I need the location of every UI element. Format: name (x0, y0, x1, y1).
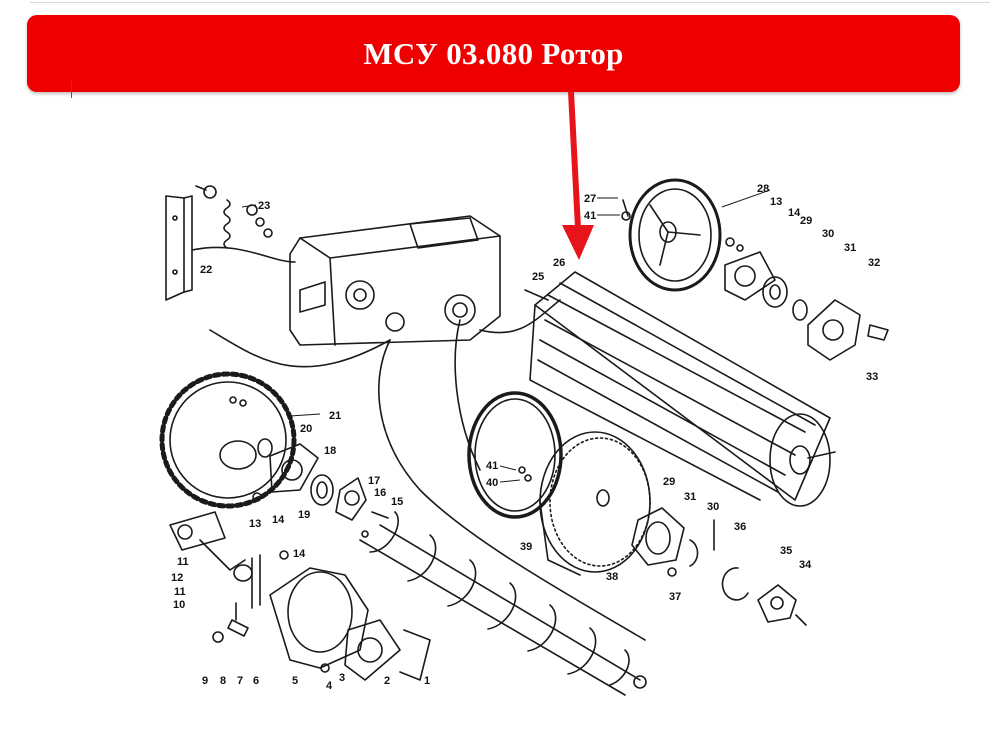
leader-lines (241, 189, 771, 483)
part-label: 13 (770, 196, 782, 208)
auger-end-housing (169, 492, 431, 681)
part-label: 37 (669, 591, 681, 603)
part-label: 12 (171, 572, 183, 584)
part-label: 36 (734, 521, 746, 533)
page-title: МСУ 03.080 Ротор (363, 35, 624, 71)
part-label: 28 (757, 183, 769, 195)
title-banner: МСУ 03.080 Ротор (27, 15, 960, 92)
part-label: 21 (329, 410, 341, 422)
part-label: 32 (868, 257, 880, 269)
part-label: 30 (707, 501, 719, 513)
auger-screw (359, 511, 647, 696)
part-label: 35 (780, 545, 792, 557)
hub-parts (257, 438, 367, 521)
part-label: 10 (173, 599, 185, 611)
part-label: 2 (384, 675, 390, 687)
part-label: 22 (200, 264, 212, 276)
part-label: 16 (374, 487, 386, 499)
tension-spring (195, 185, 273, 249)
part-label: 33 (866, 371, 878, 383)
part-label: 31 (684, 491, 696, 503)
part-label: 13 (249, 518, 261, 530)
rotor-end-disk (539, 431, 651, 576)
part-label: 14 (272, 514, 285, 526)
part-label: 38 (606, 571, 618, 583)
part-label: 17 (368, 475, 380, 487)
part-label: 14 (788, 207, 801, 219)
part-label: 3 (339, 672, 345, 684)
part-label: 4 (326, 680, 333, 692)
pointer-arrow (562, 91, 594, 260)
part-label: 8 (220, 675, 226, 687)
edge-tick (71, 80, 72, 98)
part-label: 41 (486, 460, 498, 472)
part-label: 29 (663, 476, 675, 488)
part-label: 34 (799, 559, 812, 571)
drive-sprocket (159, 371, 297, 509)
part-label: 11 (177, 556, 189, 568)
part-label: 23 (258, 200, 270, 212)
part-label: 27 (584, 193, 596, 205)
part-label: 9 (202, 675, 208, 687)
part-label: 11 (174, 586, 186, 598)
part-label: 7 (237, 675, 243, 687)
part-label: 5 (292, 675, 298, 687)
part-label: 6 (253, 675, 259, 687)
part-label: 19 (298, 509, 310, 521)
part-label: 39 (520, 541, 532, 553)
part-label: 30 (822, 228, 834, 240)
part-label: 31 (844, 242, 856, 254)
top-divider (30, 2, 990, 3)
part-label: 14 (293, 548, 306, 560)
part-label: 25 (532, 271, 544, 283)
drive-belts (191, 246, 646, 641)
part-label: 40 (486, 477, 498, 489)
part-label: 1 (424, 675, 430, 687)
part-label: 41 (584, 210, 596, 222)
part-label: 29 (800, 215, 812, 227)
gearbox-housing (289, 215, 501, 346)
bearing-assembly-lower (631, 507, 807, 626)
part-label: 15 (391, 496, 403, 508)
part-label: 18 (324, 445, 336, 457)
rotor-drum (524, 271, 836, 507)
part-label: 20 (300, 423, 312, 435)
part-label: 26 (553, 257, 565, 269)
mount-bracket (165, 195, 193, 301)
drive-pulley (628, 178, 722, 292)
gasket-ring (467, 391, 563, 519)
part-labels: 1 2 3 4 5 6 7 8 9 10 11 11 12 13 13 14 1… (171, 183, 880, 692)
bearing-assembly-right (621, 199, 889, 361)
